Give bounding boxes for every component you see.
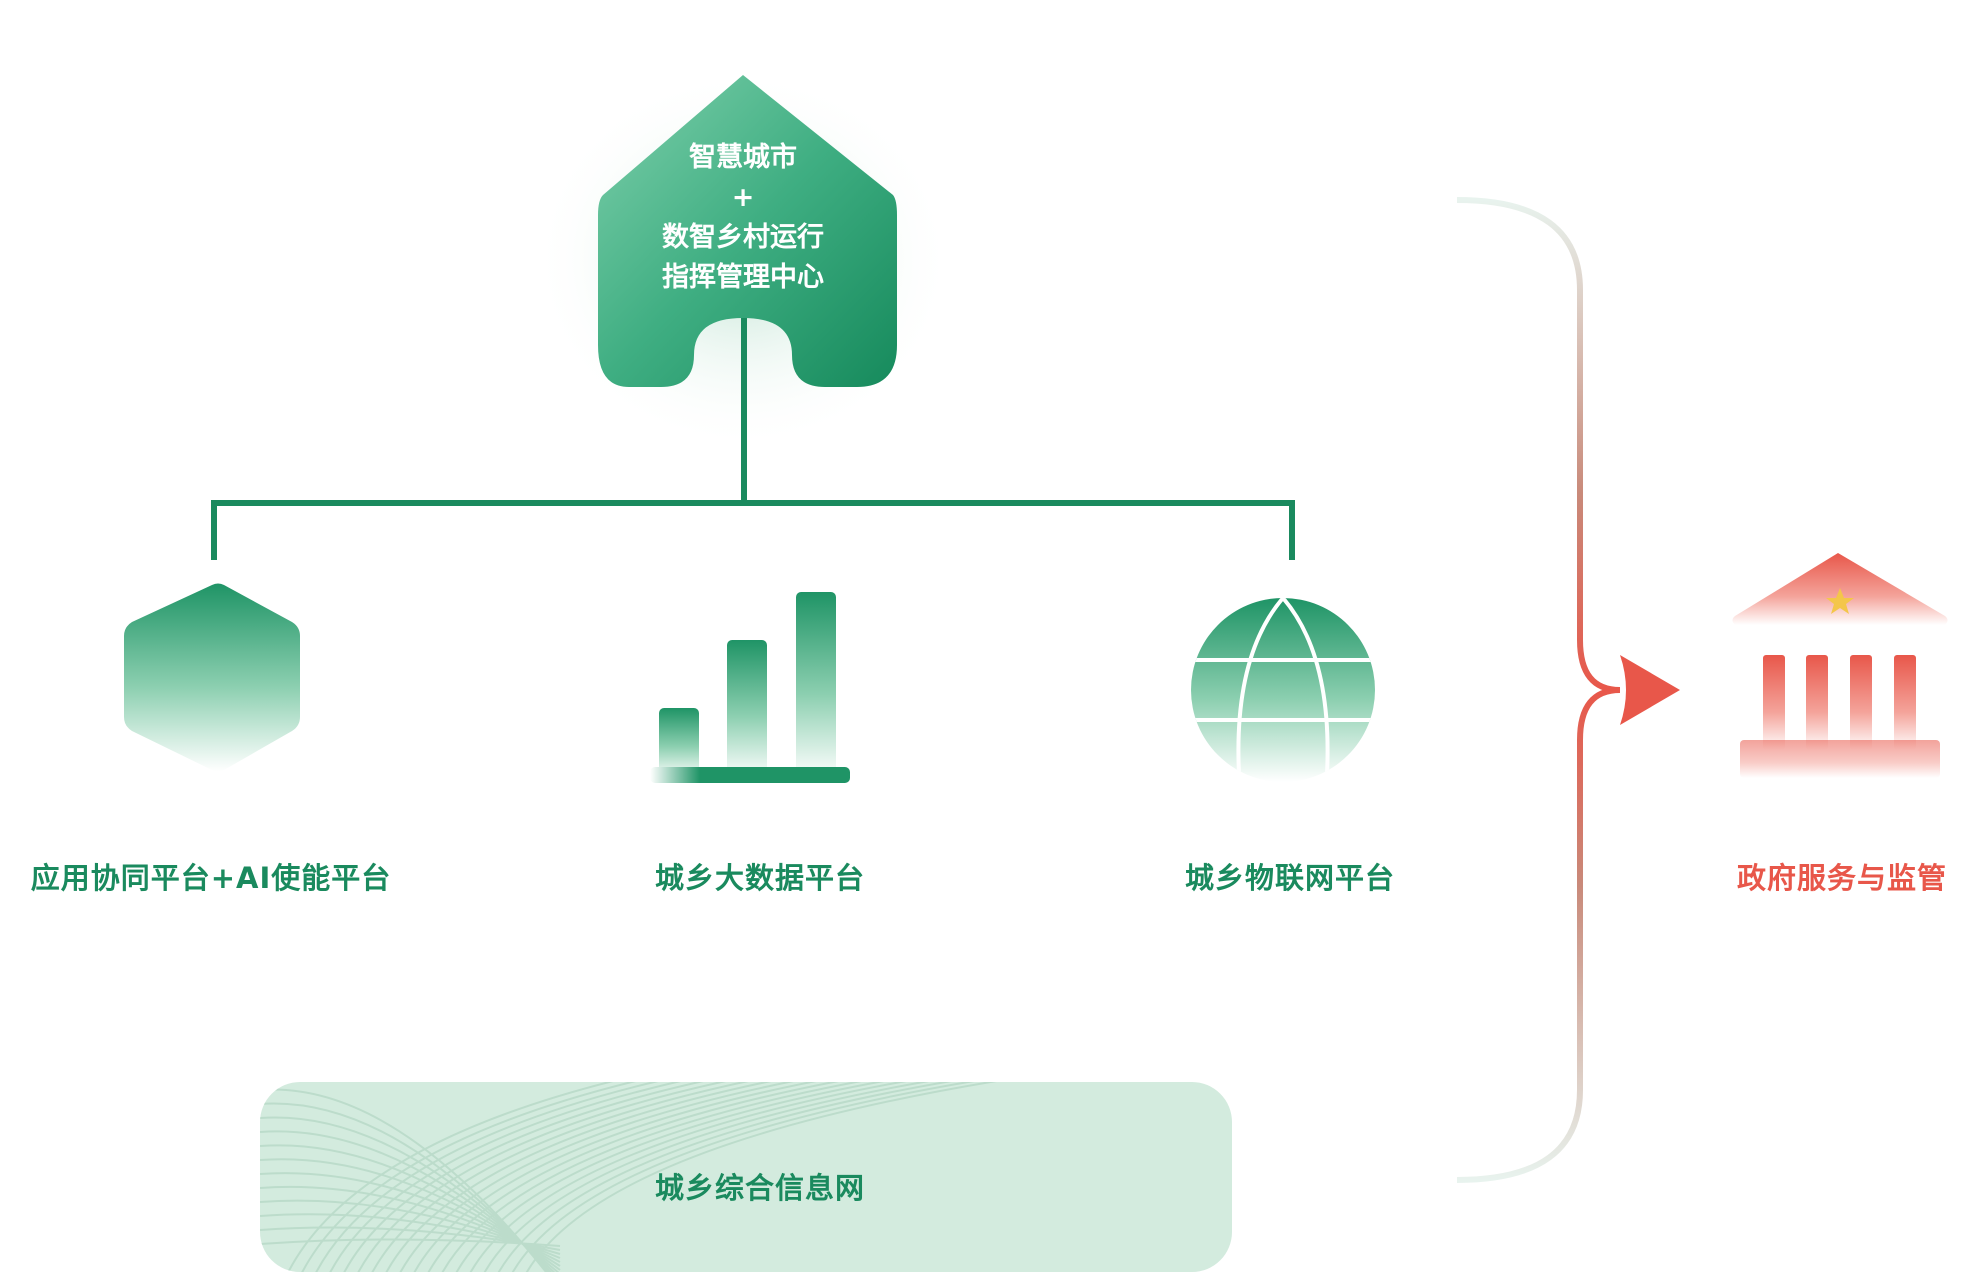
mesh-line (260, 1238, 561, 1247)
mesh-line (489, 1082, 1021, 1272)
mesh-line (279, 1082, 661, 1272)
hub-line-4: 指挥管理中心 (662, 262, 824, 293)
mesh-line (391, 1082, 853, 1272)
hub-house-icon (598, 75, 897, 387)
mesh-line (377, 1082, 829, 1272)
hub-line-1: 智慧城市 (689, 142, 797, 173)
platform-label-bigdata: 城乡大数据平台 (654, 861, 866, 895)
mesh-line (335, 1082, 757, 1272)
bar-chart-icon (650, 592, 850, 783)
hub-line-3: 数智乡村运行 (662, 222, 824, 253)
network-label: 城乡综合信息网 (654, 1171, 866, 1205)
government-building-icon (1732, 553, 1948, 778)
mesh-line (293, 1082, 685, 1272)
hexagon-icon (124, 583, 300, 772)
globe-icon (1191, 598, 1375, 782)
hub-line-2: + (731, 182, 755, 213)
mesh-line (475, 1082, 997, 1272)
network-panel (260, 1082, 1232, 1272)
platform-label-iot: 城乡物联网平台 (1184, 861, 1396, 895)
hub-title: 智慧城市 + 数智乡村运行 指挥管理中心 (583, 138, 903, 298)
mesh-line (405, 1082, 877, 1272)
mesh-line (349, 1082, 781, 1272)
mesh-line (419, 1082, 901, 1272)
mesh-line (447, 1082, 949, 1272)
mesh-line (363, 1082, 805, 1272)
government-label: 政府服务与监管 (1736, 861, 1948, 895)
mesh-line (461, 1082, 973, 1272)
connector-lines (211, 318, 1295, 560)
bracket-connector (1456, 197, 1621, 1183)
arrow-right-icon (1620, 655, 1680, 725)
platform-label-app: 应用协同平台+AI使能平台 (30, 861, 392, 895)
mesh-line (321, 1082, 733, 1272)
mesh-line (433, 1082, 925, 1272)
